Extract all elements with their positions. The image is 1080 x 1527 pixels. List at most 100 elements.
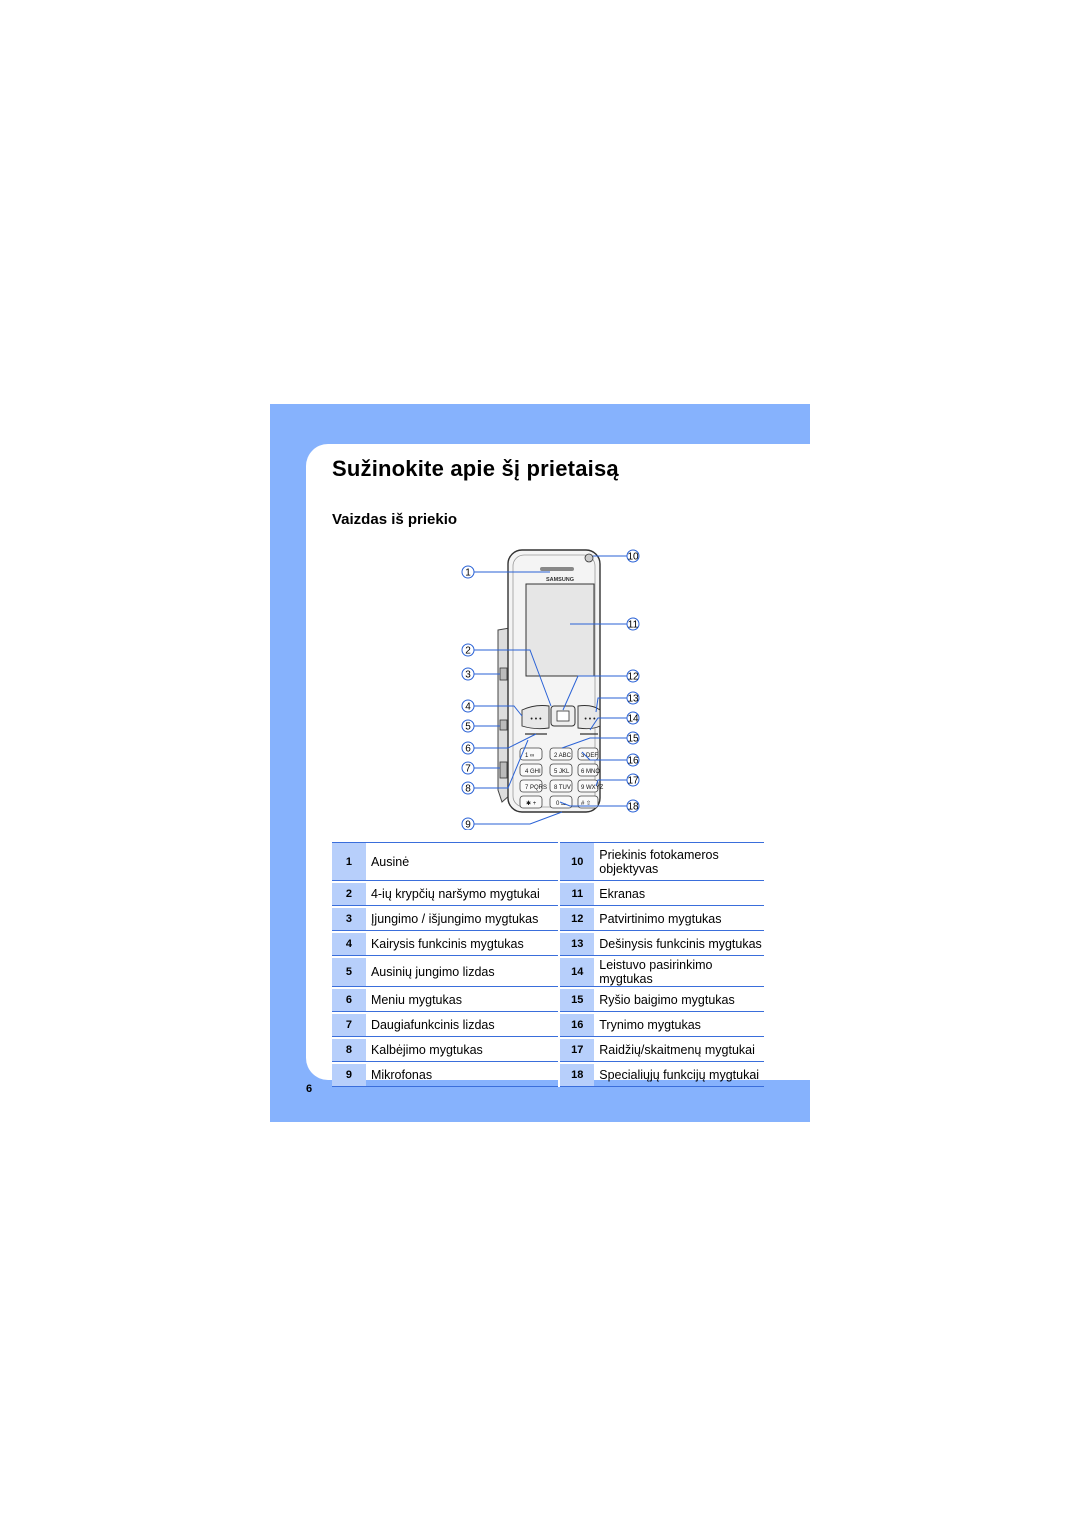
svg-text:8 TUV: 8 TUV: [554, 785, 571, 791]
callout-9: 9: [461, 817, 475, 831]
page-title: Sužinokite apie šį prietaisą: [332, 456, 619, 481]
svg-text:11: 11: [628, 620, 639, 631]
legend-num: 10: [560, 842, 595, 881]
callout-1: 1: [461, 565, 475, 579]
svg-text:7: 7: [465, 764, 471, 775]
callout-18: 18: [626, 799, 640, 813]
legend-num: 9: [332, 1064, 366, 1087]
callout-14: 14: [626, 711, 640, 725]
legend-num: 3: [332, 908, 366, 931]
legend-row: 7 Daugiafunkcinis lizdas 16 Trynimo mygt…: [332, 1014, 764, 1037]
svg-text:15: 15: [627, 734, 639, 745]
section-subtitle: Vaizdas iš priekio: [332, 511, 458, 528]
legend-row: 3 Įjungimo / išjungimo mygtukas 12 Patvi…: [332, 908, 764, 931]
side-power-key: [499, 667, 508, 681]
legend-label: Patvirtinimo mygtukas: [594, 908, 764, 931]
legend-label: Priekinis fotokameros objektyvas: [594, 842, 764, 881]
callout-markers: 1 2 3 4 5 6 7 8 9 10 11 12 13 14 15 16 1…: [461, 549, 640, 831]
callout-17: 17: [626, 773, 640, 787]
svg-text:17: 17: [627, 776, 639, 787]
legend-num: 6: [332, 989, 366, 1012]
parts-legend-table: 1 Ausinė 10 Priekinis fotokameros objekt…: [332, 842, 764, 1087]
svg-text:4: 4: [465, 702, 471, 713]
brand-logo: SAMSUNG: [546, 577, 574, 583]
svg-text:2: 2: [465, 646, 471, 657]
legend-num: 18: [560, 1064, 595, 1087]
svg-text:16: 16: [627, 756, 639, 767]
callout-3: 3: [461, 667, 475, 681]
callout-12: 12: [626, 669, 640, 683]
svg-text:14: 14: [627, 714, 639, 725]
legend-num: 13: [560, 933, 595, 956]
svg-text:12: 12: [627, 672, 639, 683]
legend-num: 8: [332, 1039, 366, 1062]
svg-text:18: 18: [627, 802, 639, 813]
legend-row: 2 4-ių krypčių naršymo mygtukai 11 Ekran…: [332, 883, 764, 906]
legend-row: 8 Kalbėjimo mygtukas 17 Raidžių/skaitmen…: [332, 1039, 764, 1062]
svg-text:9 WXYZ: 9 WXYZ: [581, 785, 604, 791]
legend-num: 14: [560, 958, 595, 987]
legend-label: Raidžių/skaitmenų mygtukai: [594, 1039, 764, 1062]
legend-row: 1 Ausinė 10 Priekinis fotokameros objekt…: [332, 842, 764, 881]
legend-num: 15: [560, 989, 595, 1012]
svg-text:6: 6: [465, 744, 471, 755]
legend-num: 2: [332, 883, 366, 906]
legend-label: Kalbėjimo mygtukas: [365, 1039, 559, 1062]
callout-7: 7: [461, 761, 475, 775]
svg-text:6 MNO: 6 MNO: [581, 769, 600, 775]
legend-label: Mikrofonas: [365, 1064, 559, 1087]
svg-text:8: 8: [465, 784, 471, 795]
svg-text:# ⇧: # ⇧: [581, 800, 591, 807]
legend-num: 12: [560, 908, 595, 931]
legend-label: Meniu mygtukas: [365, 989, 559, 1012]
svg-text:5 JKL: 5 JKL: [554, 769, 570, 775]
legend-num: 17: [560, 1039, 595, 1062]
svg-text:3 DEF: 3 DEF: [581, 753, 598, 759]
legend-num: 7: [332, 1014, 366, 1037]
callout-10: 10: [626, 549, 640, 563]
front-camera: [584, 553, 594, 563]
svg-text:13: 13: [627, 694, 639, 705]
legend-row: 9 Mikrofonas 18 Specialiųjų funkcijų myg…: [332, 1064, 764, 1087]
legend-label: Kairysis funkcinis mygtukas: [365, 933, 559, 956]
legend-label: Daugiafunkcinis lizdas: [365, 1014, 559, 1037]
svg-text:3: 3: [465, 670, 471, 681]
legend-row: 6 Meniu mygtukas 15 Ryšio baigimo mygtuk…: [332, 989, 764, 1012]
callout-6: 6: [461, 741, 475, 755]
legend-label: 4-ių krypčių naršymo mygtukai: [365, 883, 559, 906]
svg-text:• • •: • • •: [584, 716, 596, 723]
legend-row: 4 Kairysis funkcinis mygtukas 13 Dešinys…: [332, 933, 764, 956]
svg-text:4 GHI: 4 GHI: [525, 769, 541, 775]
svg-text:2 ABC: 2 ABC: [554, 753, 572, 759]
svg-text:1 ∞: 1 ∞: [525, 753, 534, 759]
svg-text:• • •: • • •: [530, 716, 542, 723]
legend-label: Leistuvo pasirinkimo mygtukas: [594, 958, 764, 987]
svg-text:5: 5: [465, 722, 471, 733]
svg-text:9: 9: [465, 820, 471, 831]
callout-2: 2: [461, 643, 475, 657]
legend-label: Ryšio baigimo mygtukas: [594, 989, 764, 1012]
legend-label: Ausinių jungimo lizdas: [365, 958, 559, 987]
callout-5: 5: [461, 719, 475, 733]
svg-text:7 PQRS: 7 PQRS: [525, 785, 547, 791]
confirm-key: [556, 710, 570, 722]
svg-text:0 ⌴: 0 ⌴: [556, 801, 566, 807]
callout-8: 8: [461, 781, 475, 795]
svg-text:10: 10: [627, 552, 639, 563]
legend-label: Dešinysis funkcinis mygtukas: [594, 933, 764, 956]
callout-16: 16: [626, 753, 640, 767]
page-number: 6: [306, 1083, 313, 1095]
svg-text:1: 1: [465, 568, 471, 579]
legend-num: 16: [560, 1014, 595, 1037]
screen: [525, 583, 595, 677]
legend-row: 5 Ausinių jungimo lizdas 14 Leistuvo pas…: [332, 958, 764, 987]
legend-label: Trynimo mygtukas: [594, 1014, 764, 1037]
legend-num: 5: [332, 958, 366, 987]
svg-text:✱ +: ✱ +: [526, 800, 537, 807]
legend-label: Ekranas: [594, 883, 764, 906]
side-multi-jack: [499, 761, 508, 779]
phone-front-diagram: SAMSUNG • • • • • • 1 ∞ 2 ABC 3 DEF 4 GHI 5…: [461, 549, 640, 831]
legend-label: Įjungimo / išjungimo mygtukas: [365, 908, 559, 931]
legend-label: Ausinė: [365, 842, 559, 881]
legend-num: 1: [332, 842, 366, 881]
